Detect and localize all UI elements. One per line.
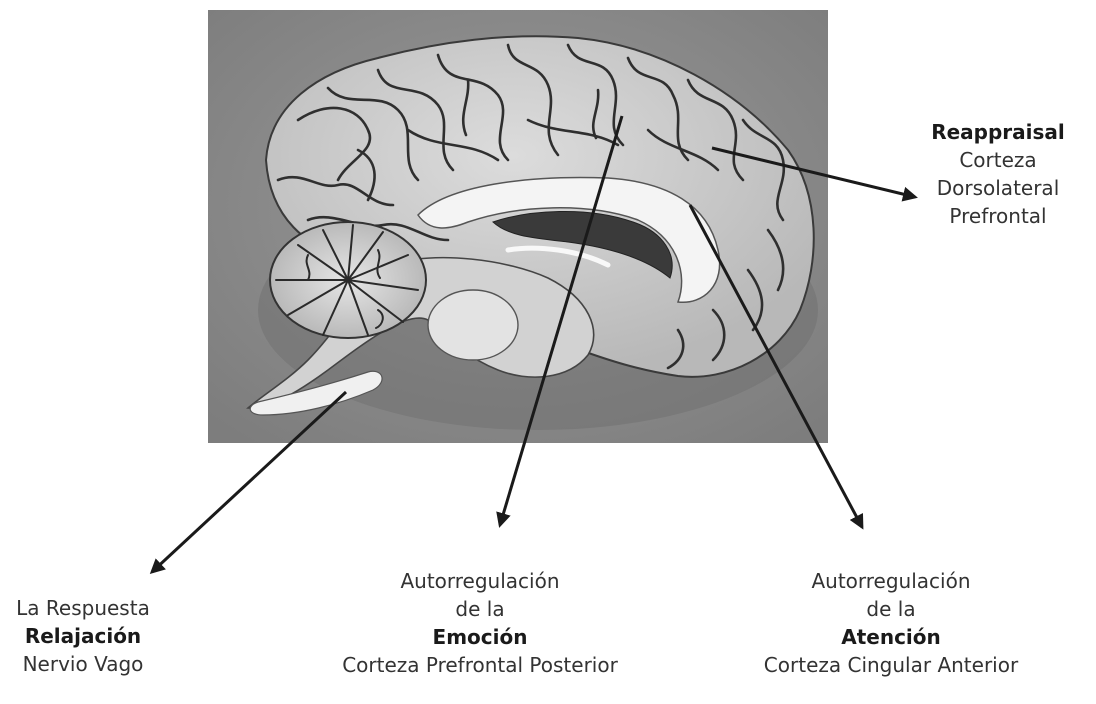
emocion-line1: Autorregulación bbox=[300, 567, 660, 595]
label-emocion: Autorregulación de la Emoción Corteza Pr… bbox=[300, 567, 660, 679]
reappraisal-line3: Prefrontal bbox=[918, 202, 1078, 230]
reappraisal-title: Reappraisal bbox=[918, 118, 1078, 146]
emocion-line4: Corteza Prefrontal Posterior bbox=[300, 651, 660, 679]
label-relajacion: La Respuesta Relajación Nervio Vago bbox=[0, 594, 166, 678]
label-reappraisal: Reappraisal Corteza Dorsolateral Prefron… bbox=[918, 118, 1078, 230]
atencion-line2: de la bbox=[726, 595, 1056, 623]
relajacion-line1: La Respuesta bbox=[0, 594, 166, 622]
label-atencion: Autorregulación de la Atención Corteza C… bbox=[726, 567, 1056, 679]
atencion-title: Atención bbox=[726, 623, 1056, 651]
cerebellum bbox=[270, 222, 426, 338]
pons bbox=[428, 290, 518, 360]
emocion-line2: de la bbox=[300, 595, 660, 623]
atencion-line4: Corteza Cingular Anterior bbox=[726, 651, 1056, 679]
relajacion-title: Relajación bbox=[0, 622, 166, 650]
emocion-title: Emoción bbox=[300, 623, 660, 651]
reappraisal-line1: Corteza bbox=[918, 146, 1078, 174]
reappraisal-line2: Dorsolateral bbox=[918, 174, 1078, 202]
brain-photo bbox=[208, 10, 828, 443]
relajacion-line3: Nervio Vago bbox=[0, 650, 166, 678]
atencion-line1: Autorregulación bbox=[726, 567, 1056, 595]
